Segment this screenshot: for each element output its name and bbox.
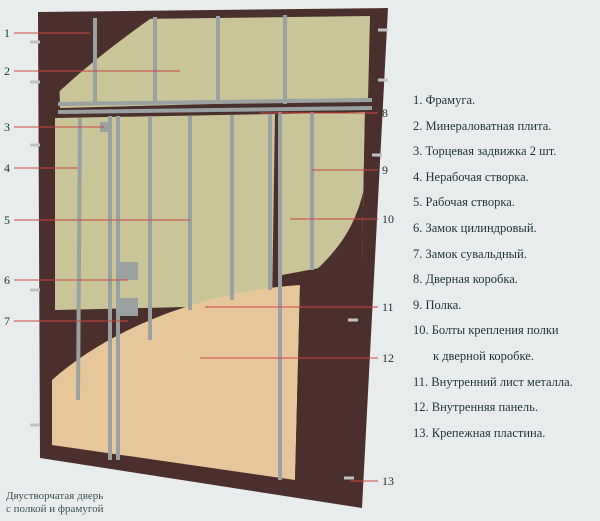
callout-13: 13: [382, 474, 394, 488]
caption: Двустворчатая дверь с полкой и фрамугой: [6, 490, 104, 516]
inner-metal-sheet: [282, 110, 372, 300]
callout-3: 3: [4, 120, 10, 134]
callout-5: 5: [4, 213, 10, 227]
legend-item: 9. Полка.: [413, 297, 462, 312]
callout-12: 12: [382, 351, 394, 365]
caption-line: Двустворчатая дверь: [6, 490, 104, 502]
callout-1: 1: [4, 26, 10, 40]
callout-9: 9: [382, 163, 388, 177]
callout-2: 2: [4, 64, 10, 78]
legend-item: 13. Крепежная пластина.: [413, 425, 546, 440]
frame-ribs: [57, 15, 373, 480]
callout-4: 4: [4, 161, 10, 175]
callout-8: 8: [382, 106, 388, 120]
leader-lines: [14, 32, 378, 482]
legend-item: 11. Внутренний лист металла.: [413, 374, 573, 389]
inner-metal-sheet-lower: [295, 250, 360, 490]
inner-leaf-insulation: [55, 114, 275, 310]
callout-11: 11: [382, 300, 394, 314]
cylinder-lock: [120, 262, 138, 280]
lever-lock: [120, 298, 138, 316]
callout-6: 6: [4, 273, 10, 287]
legend-item: 4. Нерабочая створка.: [413, 169, 529, 184]
caption-line: с полкой и фрамугой: [6, 503, 104, 515]
legend-item: 2. Минераловатная плита.: [413, 118, 552, 133]
legend-item: 5. Рабочая створка.: [413, 195, 515, 210]
inner-panel: [52, 285, 300, 480]
callout-10: 10: [382, 212, 394, 226]
legend: 1. Фрамуга. 2. Минераловатная плита. 3. …: [413, 88, 573, 446]
mounting-plates: [30, 28, 388, 480]
shelf-insulation: [282, 112, 365, 275]
callout-7: 7: [4, 314, 10, 328]
transom-metal-sheet: [40, 12, 160, 110]
legend-item: 10. Болты крепления полки: [413, 323, 559, 338]
legend-item: 1. Фрамуга.: [413, 93, 476, 107]
legend-item: 3. Торцевая задвижка 2 шт.: [413, 144, 557, 159]
legend-item: 8. Дверная коробка.: [413, 272, 518, 287]
transom-insulation: [58, 16, 370, 108]
legend-item: к дверной коробке.: [433, 348, 534, 363]
legend-item: 7. Замок сувальдный.: [413, 246, 527, 261]
legend-item: 12. Внутренняя панель.: [413, 400, 538, 415]
legend-item: 6. Замок цилиндровый.: [413, 220, 537, 235]
